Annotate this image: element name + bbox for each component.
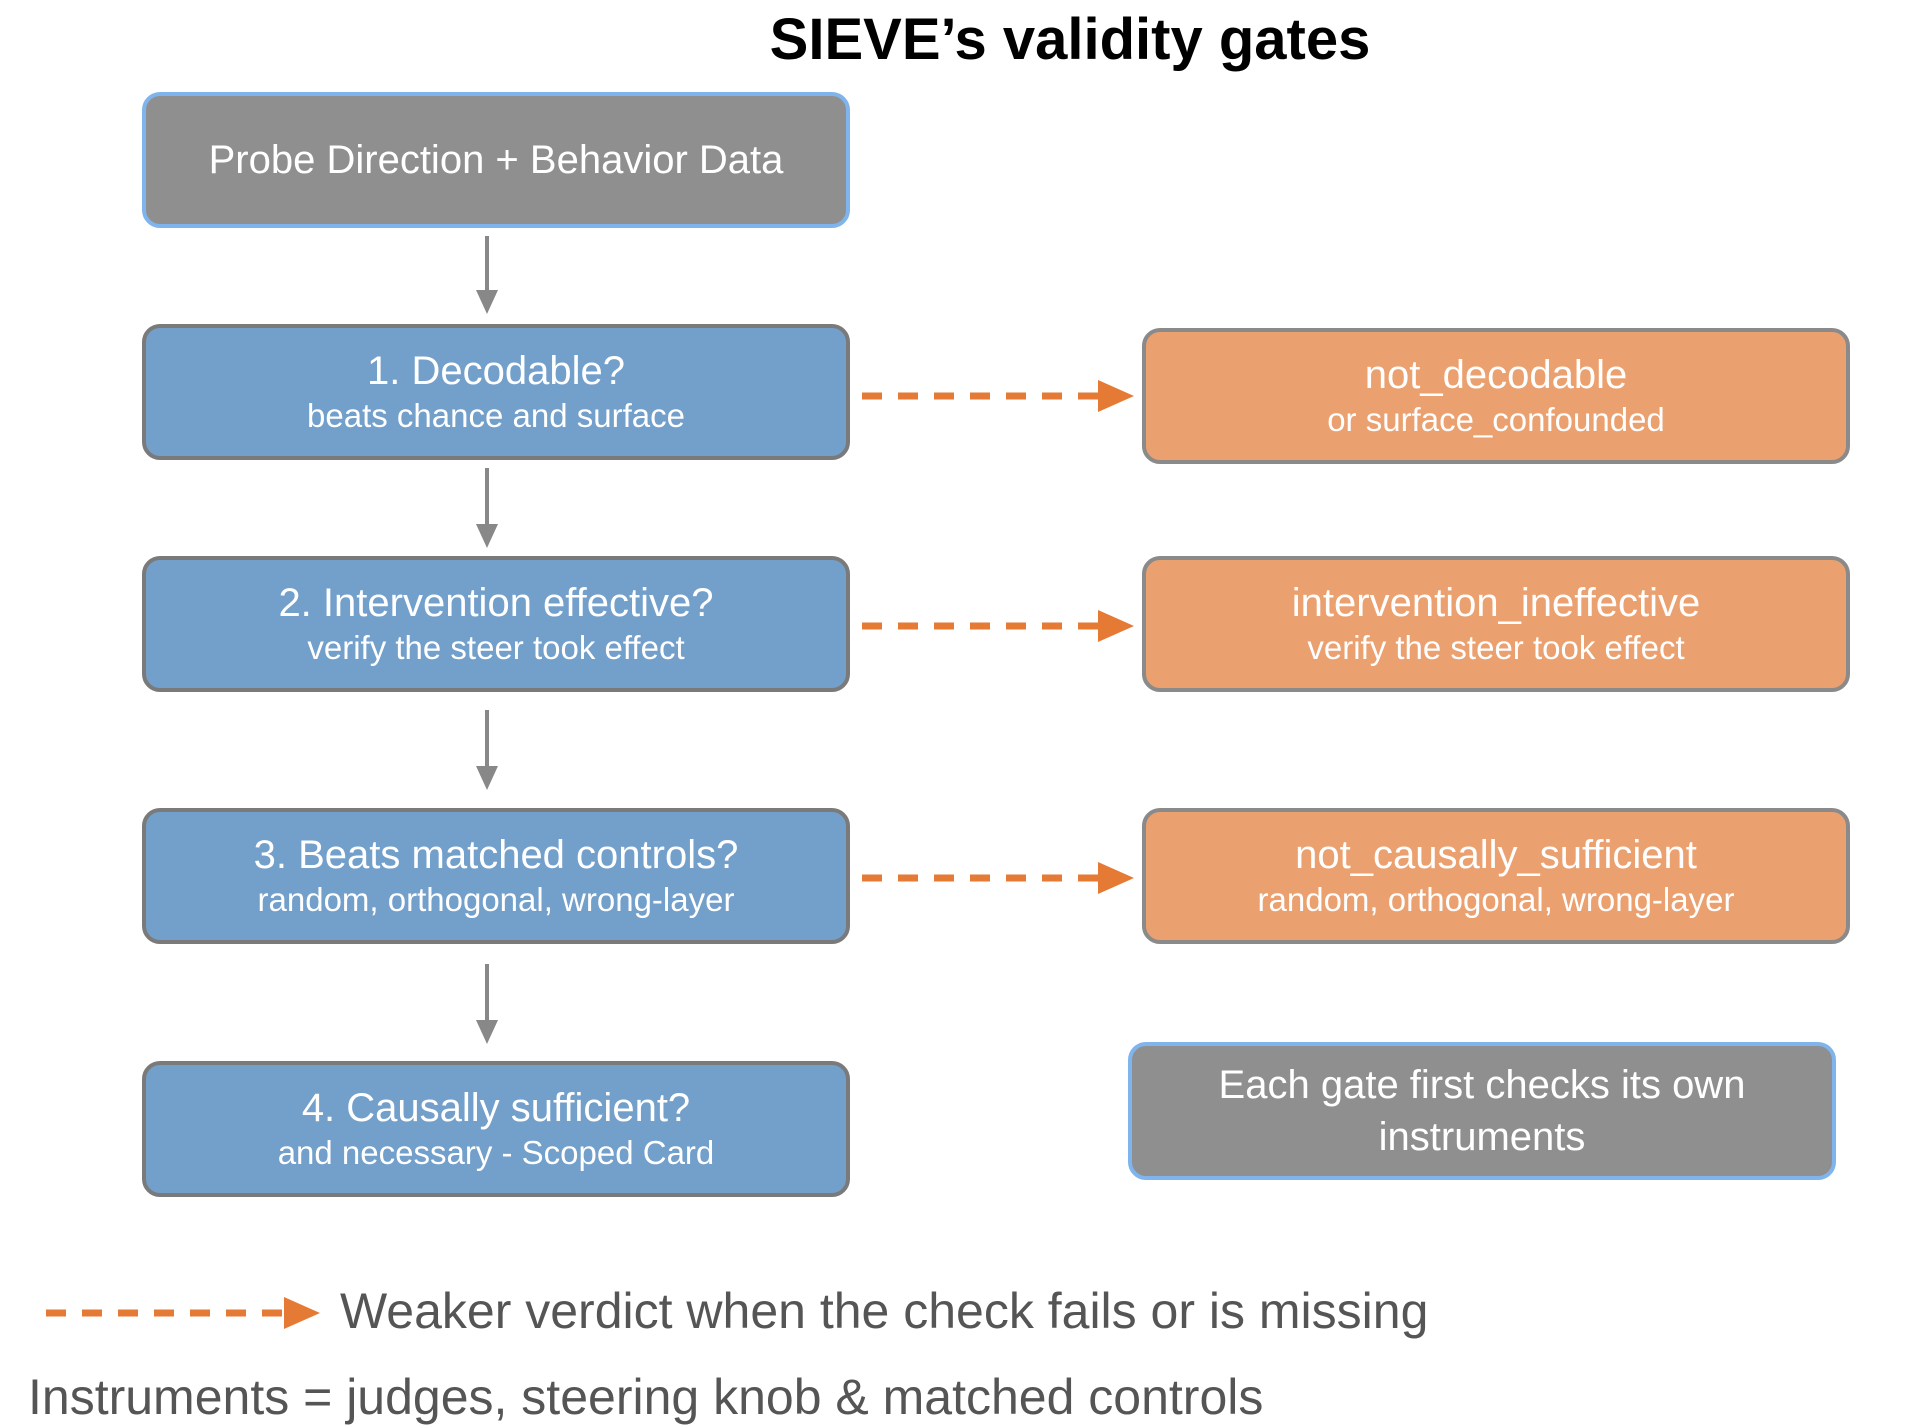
- gate-subtitle: beats chance and surface: [307, 397, 685, 434]
- solid-arrow-gate3-to-gate4: [476, 964, 498, 1044]
- instruments-footnote: Instruments = judges, steering knob & ma…: [28, 1369, 1264, 1425]
- dashed-arrow-gate1-fail: [862, 380, 1134, 412]
- solid-arrow-gate1-to-gate2: [476, 468, 498, 548]
- gate-title: 3. Beats matched controls?: [253, 833, 739, 877]
- legend-dashed-arrow: [46, 1297, 320, 1329]
- verdict-title: intervention_ineffective: [1291, 581, 1701, 625]
- gate-subtitle: verify the steer took effect: [307, 629, 685, 666]
- gate-title: 2. Intervention effective?: [278, 581, 714, 625]
- instruments-note: Each gate first checks its own instrumen…: [1128, 1042, 1836, 1180]
- gate-subtitle: and necessary - Scoped Card: [277, 1134, 715, 1171]
- start-label: Probe Direction + Behavior Data: [208, 138, 784, 182]
- solid-arrow-start-to-gate1: [476, 236, 498, 314]
- dashed-arrow-gate3-fail: [862, 862, 1134, 894]
- verdict-title: not_causally_sufficient: [1295, 833, 1697, 877]
- verdict-title: not_decodable: [1364, 353, 1628, 397]
- start-box: Probe Direction + Behavior Data: [142, 92, 850, 228]
- verdict-intervention-ineffective: intervention_ineffective verify the stee…: [1142, 556, 1850, 692]
- gate-causally-sufficient: 4. Causally sufficient? and necessary - …: [142, 1061, 850, 1197]
- verdict-not-decodable: not_decodable or surface_confounded: [1142, 328, 1850, 464]
- gate-intervention-effective: 2. Intervention effective? verify the st…: [142, 556, 850, 692]
- note-text: Each gate first checks its own instrumen…: [1218, 1063, 1746, 1159]
- dashed-arrow-gate2-fail: [862, 610, 1134, 642]
- verdict-not-causally-sufficient: not_causally_sufficient random, orthogon…: [1142, 808, 1850, 944]
- gate-matched-controls: 3. Beats matched controls? random, ortho…: [142, 808, 850, 944]
- gate-decodable: 1. Decodable? beats chance and surface: [142, 324, 850, 460]
- solid-arrow-gate2-to-gate3: [476, 710, 498, 790]
- verdict-subtitle: random, orthogonal, wrong-layer: [1257, 881, 1735, 918]
- gate-subtitle: random, orthogonal, wrong-layer: [257, 881, 735, 918]
- gate-title: 1. Decodable?: [367, 349, 625, 393]
- diagram-title: SIEVE’s validity gates: [769, 7, 1371, 72]
- verdict-subtitle: verify the steer took effect: [1307, 629, 1685, 666]
- verdict-subtitle: or surface_confounded: [1327, 401, 1665, 438]
- legend-label: Weaker verdict when the check fails or i…: [340, 1283, 1429, 1339]
- gate-title: 4. Causally sufficient?: [301, 1086, 691, 1130]
